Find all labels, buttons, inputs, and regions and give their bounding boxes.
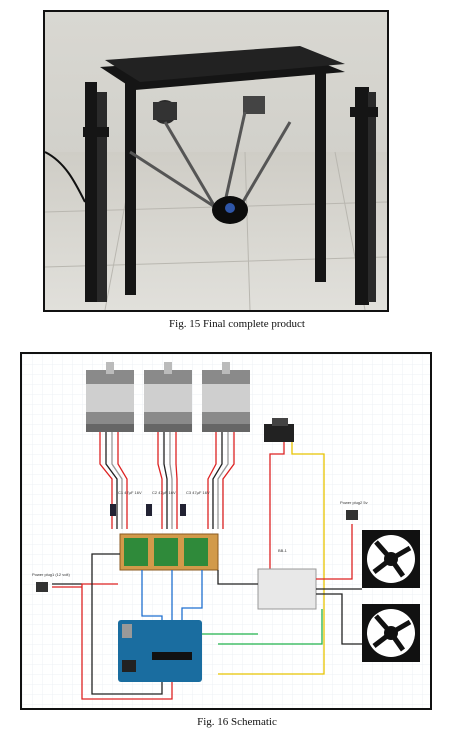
figure-15-caption: Fig. 15 Final complete product xyxy=(169,318,305,330)
capacitor-label-1: C1 47µF 16V xyxy=(118,490,142,495)
figure-16-caption: Fig. 16 Schematic xyxy=(197,716,277,728)
fan-1 xyxy=(362,530,420,588)
figure-15-photo xyxy=(43,10,389,312)
fan-2 xyxy=(362,604,420,662)
stepper-motor-1 xyxy=(86,362,134,432)
capacitor-label-3: C3 47µF 16V xyxy=(186,490,210,495)
stepper-motor-2 xyxy=(144,362,192,432)
power-plug-1-label: Power plug1 (12 volt) xyxy=(32,572,70,577)
breadboard-label: BB-1 xyxy=(278,548,288,553)
figure-16-schematic: C1 47µF 16V C2 47µF 16V C3 47µF 16V BB-1… xyxy=(20,352,432,710)
power-plug-2-label: Power plug2 5v xyxy=(340,500,368,505)
capacitor-label-2: C2 47µF 16V xyxy=(152,490,176,495)
stepper-motor-3 xyxy=(202,362,250,432)
